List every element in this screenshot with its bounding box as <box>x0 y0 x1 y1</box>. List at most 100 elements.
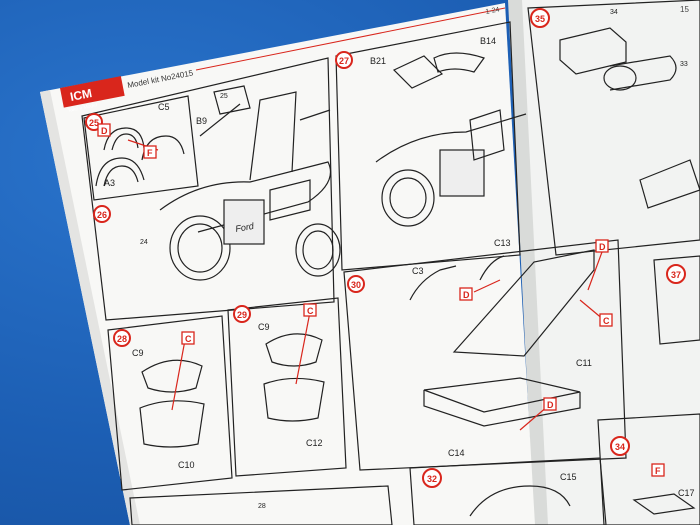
step-badges: 25 26 27 28 29 30 32 34 35 37 <box>85 8 686 488</box>
panel-frame-29 <box>227 297 347 477</box>
tag-text: D <box>547 400 554 410</box>
tank-part <box>609 55 677 91</box>
arrow-c-28 <box>171 339 186 411</box>
seat-back <box>263 377 325 422</box>
right-page-number: 15 <box>680 5 689 14</box>
bracket-part <box>639 159 700 209</box>
panel-frame-35 <box>527 0 700 256</box>
step-badge <box>93 205 111 223</box>
ford-logo: Ford <box>235 221 256 234</box>
frame-rail <box>299 109 331 121</box>
part-label: 34 <box>610 9 618 16</box>
panel-frame-30 <box>343 239 627 471</box>
letter-tag <box>543 397 557 411</box>
arch-part <box>103 165 139 187</box>
step-badge <box>666 264 686 284</box>
letter-tag <box>459 287 473 301</box>
wheel-rear <box>295 223 341 277</box>
hood-part <box>433 52 485 73</box>
part-labels: C5 A3 B9 25 24 B21 B14 C9 C10 C9 C12 C3 … <box>104 9 695 510</box>
firewall <box>249 91 297 181</box>
fender <box>159 161 332 233</box>
step-number-29: 29 <box>237 310 247 320</box>
arch-part <box>95 157 145 187</box>
part-label: C14 <box>448 448 465 458</box>
step-number-25: 25 <box>89 118 99 128</box>
left-page <box>40 3 535 525</box>
step-badge <box>113 329 131 347</box>
wheel-front-rim <box>177 223 223 273</box>
tag-text: C <box>185 334 192 344</box>
brand-logo <box>60 76 125 108</box>
engine-block <box>269 179 311 221</box>
step-badge <box>233 305 251 323</box>
step-number-35: 35 <box>535 14 545 24</box>
panel-frame-27 <box>335 21 521 271</box>
step-badge <box>530 8 550 28</box>
step-number-27: 27 <box>339 56 349 66</box>
part-label: C11 <box>576 358 592 368</box>
part-label: A3 <box>104 178 115 188</box>
radiator <box>439 149 485 197</box>
part-label: C9 <box>132 348 144 358</box>
step-badge <box>422 468 442 488</box>
panel-frame-25 <box>83 95 199 201</box>
part-label: B14 <box>480 36 496 46</box>
header-rule <box>195 7 506 71</box>
step-number-32: 32 <box>427 474 437 484</box>
letter-tag <box>303 303 317 317</box>
part-label: 25 <box>220 93 228 100</box>
tank-end <box>603 65 637 91</box>
tag-text: F <box>147 148 153 158</box>
body-floor-edge <box>423 390 581 427</box>
radiator <box>223 199 265 245</box>
arrow-d-30b <box>587 251 603 291</box>
part-label: C13 <box>494 238 511 248</box>
panel-frame-37 <box>653 255 700 345</box>
seat-cushion <box>141 359 203 393</box>
panel-frame-32 <box>409 457 607 525</box>
seat-cushion <box>265 333 323 367</box>
right-page-frames <box>527 0 700 345</box>
step30-body <box>409 249 595 427</box>
arch-part <box>213 85 251 115</box>
seat-back <box>139 400 205 448</box>
letter-tag <box>143 145 157 159</box>
part-label: C9 <box>258 322 270 332</box>
panel-frame-26 <box>81 57 335 321</box>
arch-part <box>111 133 139 151</box>
part-label: C15 <box>560 472 577 482</box>
step-badge <box>610 436 630 456</box>
step-badge <box>335 51 353 69</box>
part-label: B21 <box>370 56 386 66</box>
box-part <box>559 27 627 75</box>
body-part <box>479 255 505 281</box>
arrow-c-29 <box>295 311 311 385</box>
tag-text: C <box>603 316 610 326</box>
step-number-30: 30 <box>351 280 361 290</box>
panel-frame-28 <box>107 315 233 491</box>
letter-tag <box>599 313 613 327</box>
arch-part <box>103 127 145 151</box>
body-side <box>452 249 595 357</box>
letter-tag <box>97 123 111 137</box>
seat-sketches <box>139 333 325 448</box>
page-number: 1-24 <box>485 6 500 16</box>
part-label: 24 <box>140 239 148 246</box>
wheel-front <box>381 169 435 227</box>
part-rod <box>199 103 241 137</box>
wheel-rear-rim <box>302 230 334 270</box>
brand-tagline: Take a Model <box>67 102 97 114</box>
arrow-d-30c <box>519 405 549 431</box>
step25-arches <box>95 127 185 187</box>
engine-block <box>469 109 505 161</box>
seat-part <box>632 493 696 515</box>
step-badge <box>347 275 365 293</box>
tag-text: F <box>655 466 661 476</box>
part-label: C5 <box>158 102 170 112</box>
tag-text: D <box>463 290 470 300</box>
part-label: C10 <box>178 460 195 470</box>
wheel-front <box>169 215 231 281</box>
part-label: B9 <box>196 116 207 126</box>
brand-name: ICM <box>69 86 93 104</box>
